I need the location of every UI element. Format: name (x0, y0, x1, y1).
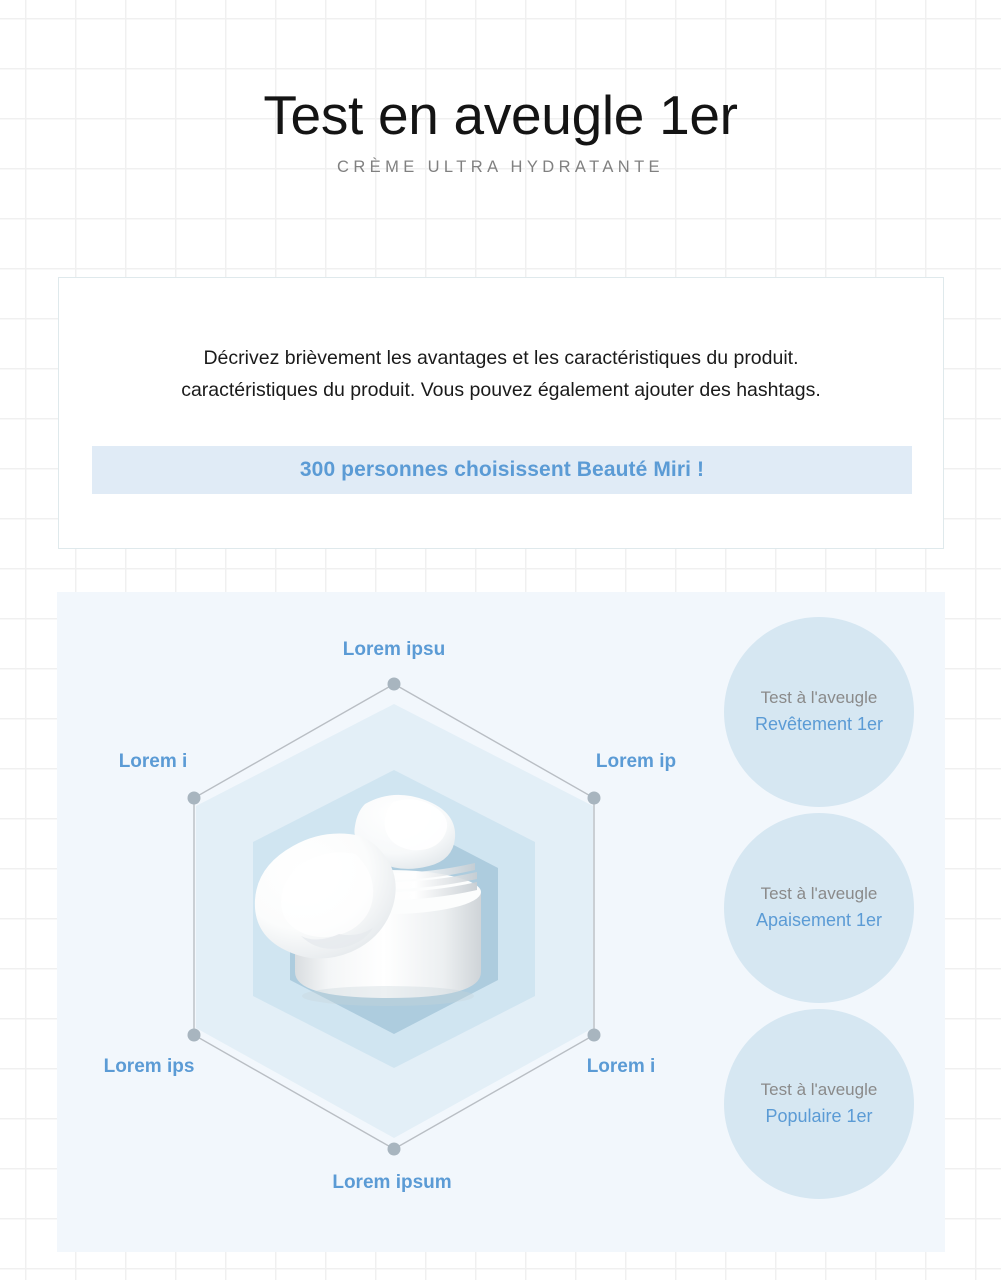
vertex-dot-upper-right (587, 791, 601, 805)
description-text: Décrivez brièvement les avantages et les… (59, 342, 943, 406)
vertex-dot-lower-left (187, 1028, 201, 1042)
cream-swirl-highlight (384, 799, 448, 851)
radar-label-lower-right: Lorem i (586, 1056, 656, 1077)
description-line-2: caractéristiques du produit. Vous pouvez… (181, 379, 821, 402)
badge-top-line: Test à l'aveugle (760, 687, 878, 707)
page-title: Test en aveugle 1er (263, 84, 738, 146)
vertex-dot-top (387, 677, 401, 691)
radar-label-bottom: Lorem ipsum (332, 1172, 452, 1193)
page-subtitle: CRÈME ULTRA HYDRATANTE (337, 158, 664, 177)
highlight-banner-text: 300 personnes choisissent Beauté Miri ! (299, 458, 705, 481)
badge-stack: Test à l'aveugle Revêtement 1er Test à l… (724, 617, 924, 1232)
badge-bottom-line: Revêtement 1er (754, 714, 884, 735)
jar-base-shadow (302, 986, 474, 1006)
radar-label-upper-left: Lorem i (118, 751, 188, 772)
badge-bottom-line: Apaisement 1er (755, 910, 883, 931)
product-image-cream-jar (254, 794, 481, 1006)
cream-dollop-shadow (301, 928, 373, 949)
radar-chart: Lorem ipsu Lorem ip Lorem i Lorem i Lore… (57, 592, 737, 1252)
radar-label-lower-left: Lorem ips (103, 1056, 195, 1077)
page-header: Test en aveugle 1er CRÈME ULTRA HYDRATAN… (0, 0, 1001, 177)
badge-apaisement: Test à l'aveugle Apaisement 1er (724, 813, 914, 1003)
badge-bottom-line: Populaire 1er (765, 1106, 873, 1127)
badge-top-line: Test à l'aveugle (760, 883, 878, 903)
highlight-banner: 300 personnes choisissent Beauté Miri ! (92, 446, 912, 494)
vertex-dot-upper-left (187, 791, 201, 805)
description-card: Décrivez brièvement les avantages et les… (58, 277, 944, 549)
badge-populaire: Test à l'aveugle Populaire 1er (724, 1009, 914, 1199)
badge-top-line: Test à l'aveugle (760, 1079, 878, 1099)
cream-dollop-highlight (281, 852, 374, 938)
radar-label-upper-right: Lorem ip (595, 751, 677, 772)
vertex-dot-bottom (387, 1142, 401, 1156)
description-line-1: Décrivez brièvement les avantages et les… (203, 347, 799, 369)
chart-panel: Lorem ipsu Lorem ip Lorem i Lorem i Lore… (57, 592, 945, 1252)
vertex-dot-lower-right (587, 1028, 601, 1042)
radar-label-top: Lorem ipsu (342, 639, 446, 660)
badge-revetement: Test à l'aveugle Revêtement 1er (724, 617, 914, 807)
